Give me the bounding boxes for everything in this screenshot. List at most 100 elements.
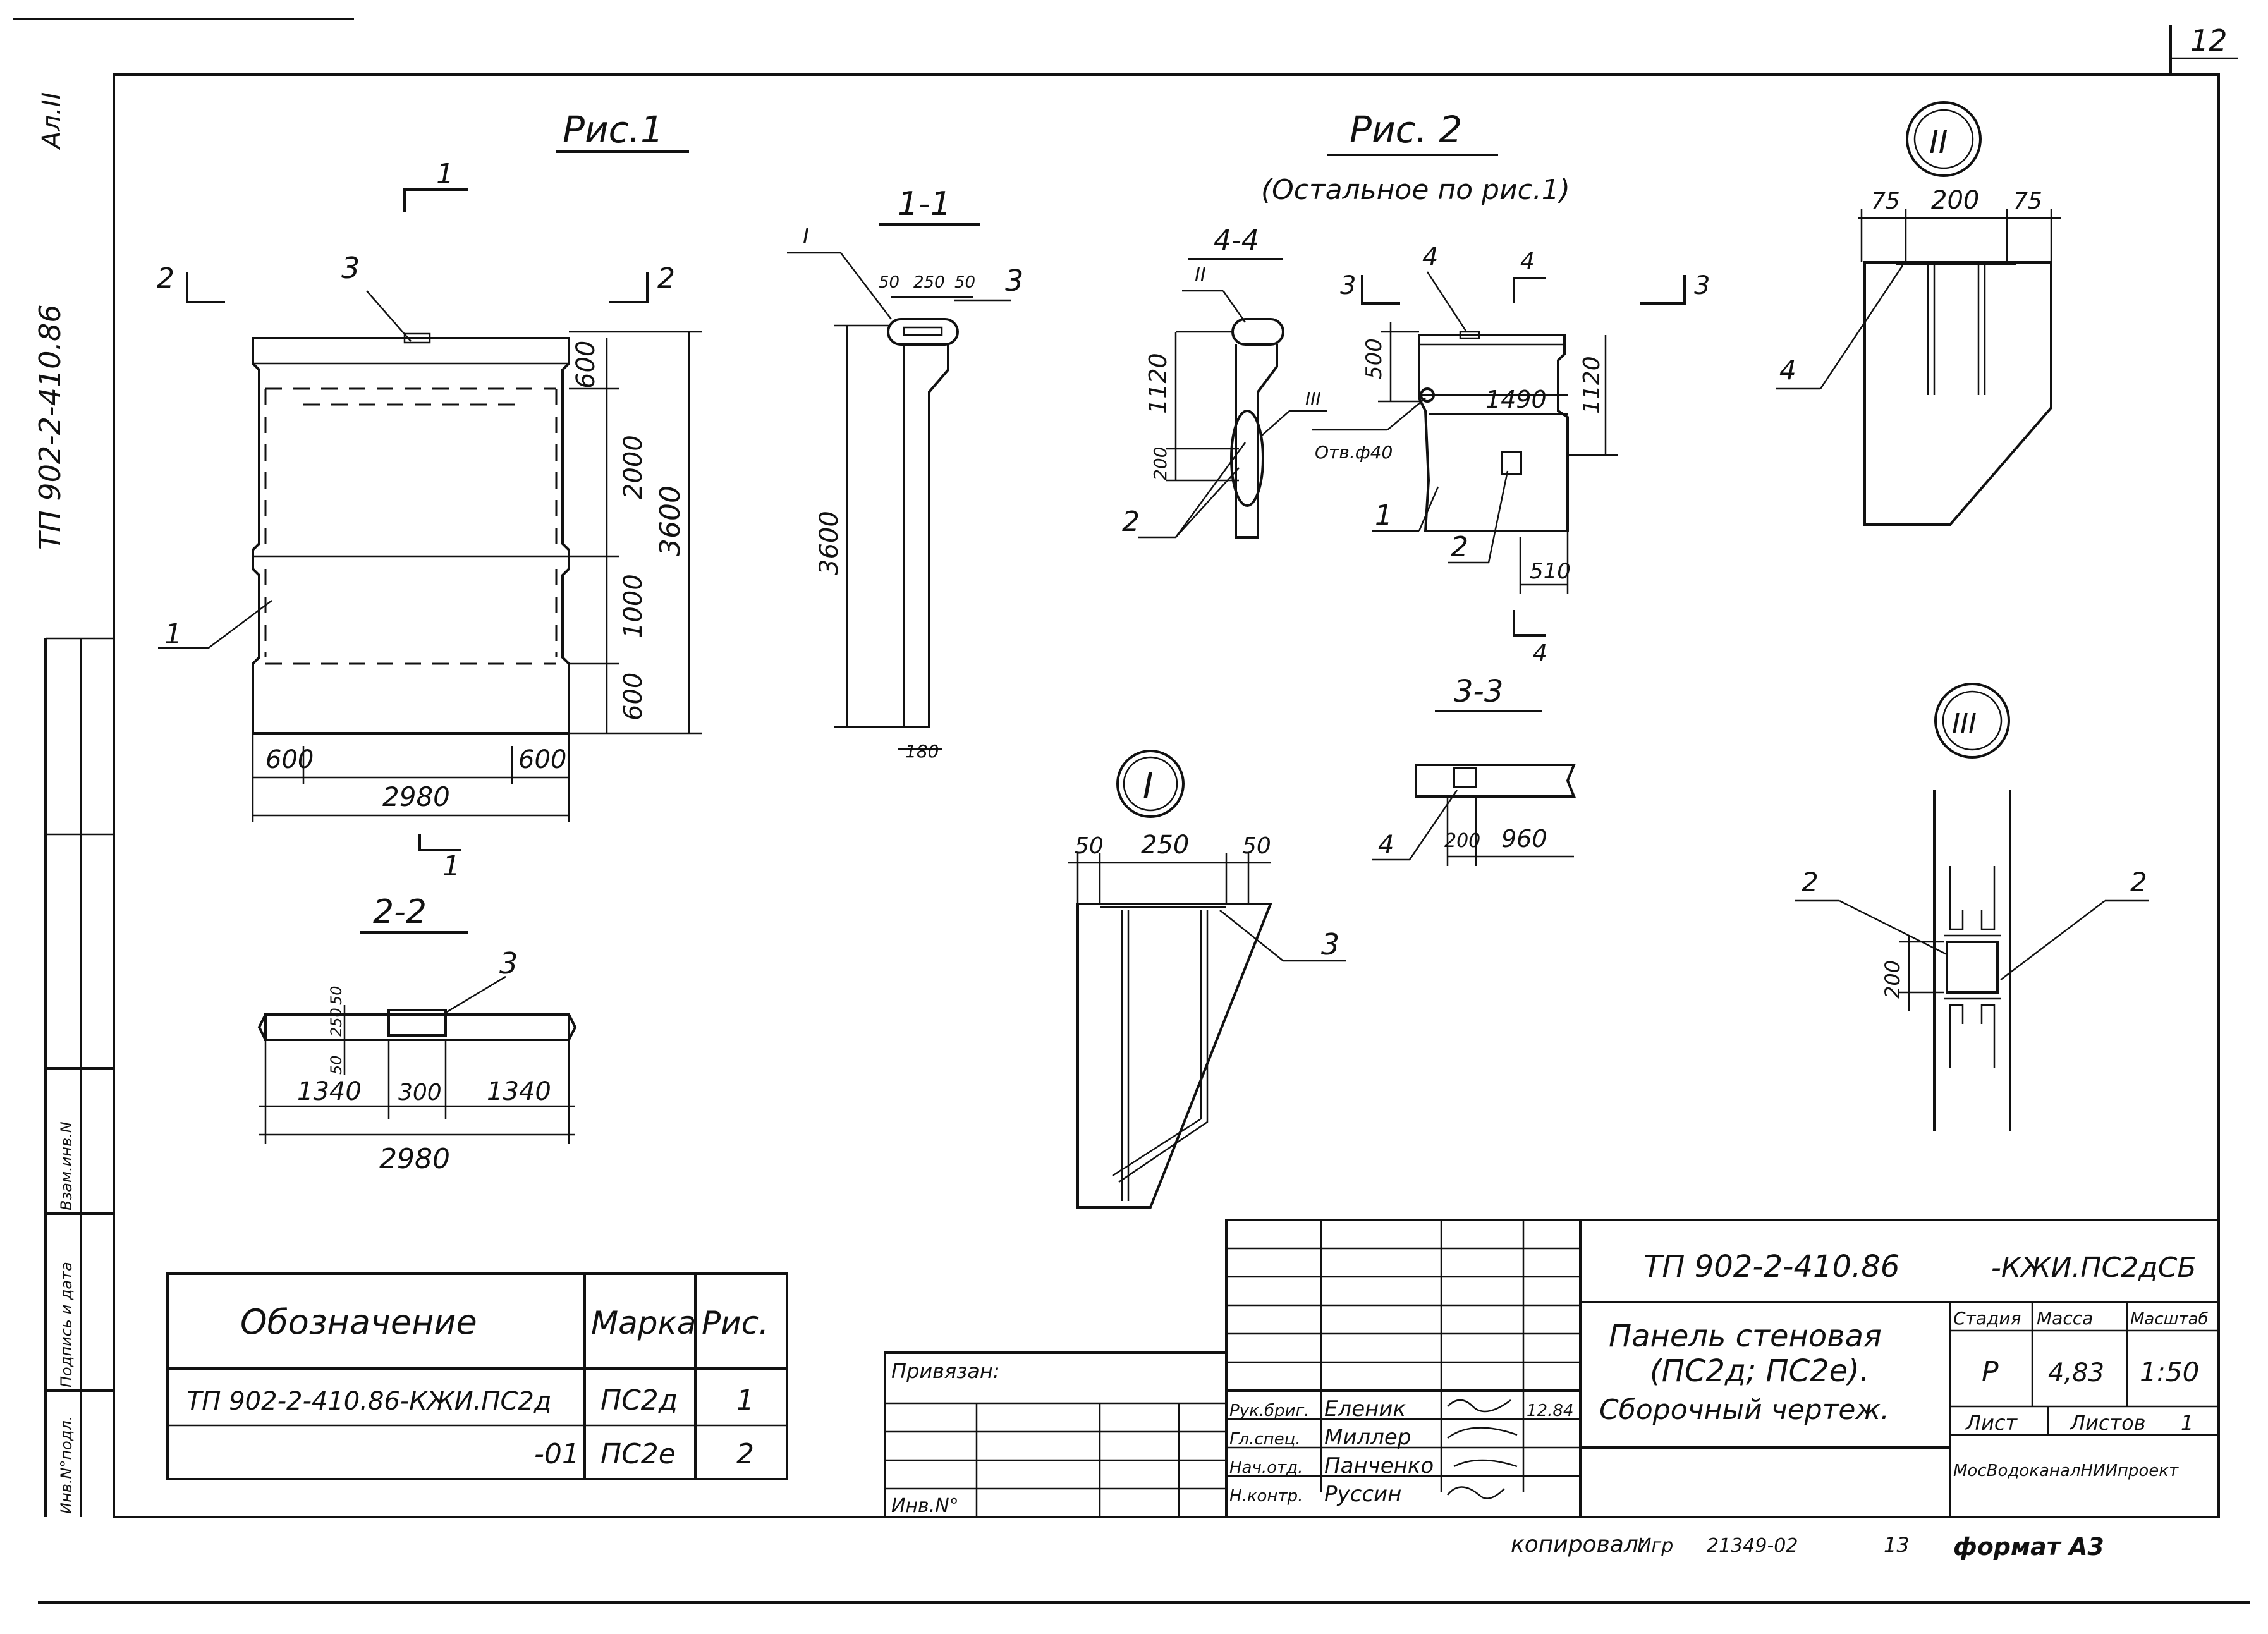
doc-name-1: Панель стеновая: [1609, 1319, 1882, 1354]
inv-podl-label: Инв.N°подл.: [58, 1416, 75, 1514]
svg-text:Отв.ф40: Отв.ф40: [1315, 442, 1393, 463]
svg-text:3: 3: [341, 251, 360, 285]
svg-text:200: 200: [1881, 960, 1905, 999]
footer: копировал: Игр 21349-02 13 формат А3: [1511, 1532, 2104, 1561]
svg-text:II: II: [1929, 124, 1948, 161]
svg-text:1: 1: [442, 850, 460, 882]
svg-text:Масштаб: Масштаб: [2130, 1310, 2209, 1329]
svg-text:300: 300: [398, 1080, 442, 1106]
doc-code-suffix: -КЖИ.ПС2дСБ: [1991, 1252, 2197, 1284]
fig1-title: Рис.1: [563, 108, 664, 151]
svg-text:1120: 1120: [1144, 353, 1172, 414]
svg-text:3600: 3600: [815, 511, 844, 575]
svg-text:600: 600: [518, 745, 566, 774]
svg-text:1340: 1340: [297, 1077, 362, 1106]
svg-text:1: 1: [164, 618, 182, 650]
svg-text:2: 2: [2130, 867, 2147, 898]
svg-text:1: 1: [2181, 1411, 2193, 1435]
svg-text:4: 4: [1779, 355, 1796, 386]
svg-text:2-2: 2-2: [373, 893, 427, 931]
svg-text:2980: 2980: [379, 1143, 450, 1175]
svg-text:12.84: 12.84: [1527, 1401, 1573, 1420]
section-3-3: 3-3 4 200 960: [1372, 674, 1576, 866]
organization: МосВодоканалНИИпроект: [1953, 1461, 2179, 1480]
svg-text:Руссин: Руссин: [1324, 1482, 1401, 1507]
svg-text:2: 2: [1802, 867, 1819, 898]
svg-text:1490: 1490: [1485, 386, 1547, 413]
spec-row-mark: ПС2е: [601, 1438, 676, 1470]
svg-text:1-1: 1-1: [898, 185, 951, 223]
svg-text:1: 1: [436, 158, 454, 190]
svg-text:50: 50: [879, 273, 899, 292]
svg-text:2: 2: [1451, 531, 1468, 563]
svg-text:Лист: Лист: [1965, 1411, 2018, 1435]
spec-row-designation: ТП 902-2-410.86-КЖИ.ПС2д: [186, 1387, 552, 1416]
svg-text:21349-02: 21349-02: [1707, 1535, 1798, 1557]
section-1-1: 1-1 I 50 250 50 3 3600 180: [787, 185, 1023, 762]
svg-text:50: 50: [1242, 833, 1271, 859]
binding-box: Привязан: Инв.N°: [884, 1351, 1228, 1518]
spec-row-designation: -01: [534, 1438, 580, 1470]
figure-1: Рис.1 1 2 2 3 1 600 20: [157, 108, 702, 882]
svg-text:960: 960: [1501, 825, 1547, 853]
svg-text:250: 250: [1141, 831, 1189, 860]
svg-text:копировал:: копировал:: [1511, 1532, 1646, 1558]
svg-text:600: 600: [571, 341, 601, 389]
svg-text:50: 50: [327, 985, 345, 1005]
svg-text:13: 13: [1884, 1533, 1910, 1557]
spec-header-mark: Марка: [591, 1305, 696, 1341]
spec-row-mark: ПС2д: [601, 1384, 678, 1417]
svg-text:4-4: 4-4: [1214, 224, 1259, 257]
svg-text:2980: 2980: [382, 781, 450, 812]
svg-text:200: 200: [1150, 447, 1171, 480]
svg-text:3: 3: [1694, 271, 1710, 300]
svg-text:600: 600: [619, 673, 648, 721]
spec-row-fig: 1: [736, 1384, 754, 1417]
node-III: III 2 2 200: [1795, 683, 2149, 1131]
svg-text:Рис. 2: Рис. 2: [1350, 108, 1462, 151]
svg-text:2: 2: [657, 262, 675, 295]
svg-text:2: 2: [157, 262, 174, 295]
svg-text:4: 4: [1422, 243, 1438, 272]
svg-text:Нач.отд.: Нач.отд.: [1229, 1458, 1303, 1477]
svg-text:510: 510: [1530, 559, 1571, 584]
svg-text:1120: 1120: [1579, 356, 1605, 414]
svg-text:50: 50: [954, 273, 975, 292]
svg-text:75: 75: [1871, 188, 1900, 214]
svg-text:200: 200: [1931, 186, 1979, 215]
svg-text:3600: 3600: [654, 485, 686, 556]
sheet-number: 12: [2190, 23, 2228, 58]
svg-text:формат А3: формат А3: [1953, 1533, 2104, 1561]
svg-text:II: II: [1195, 264, 1206, 286]
svg-text:Н.контр.: Н.контр.: [1229, 1487, 1303, 1506]
svg-text:3: 3: [1340, 271, 1356, 300]
signatures: [1447, 1399, 1518, 1499]
binding-label: Привязан:: [891, 1359, 1000, 1383]
svg-text:3: 3: [1005, 264, 1023, 298]
svg-text:Панченко: Панченко: [1324, 1453, 1434, 1479]
svg-text:250: 250: [913, 273, 945, 292]
svg-text:4: 4: [1520, 248, 1535, 274]
node-I: I 50 250 50 3: [1068, 750, 1346, 1209]
svg-text:1:50: 1:50: [2140, 1357, 2199, 1387]
section-2-2: 2-2 3 50 250 50 1340 300 1340 2980: [257, 893, 577, 1175]
side-code: ТП 902-2-410.86: [33, 304, 67, 550]
svg-text:180: 180: [905, 741, 939, 762]
svg-text:200: 200: [1444, 830, 1480, 852]
svg-text:Листов: Листов: [2070, 1411, 2146, 1435]
svg-text:500: 500: [1362, 338, 1387, 379]
svg-text:Масса: Масса: [2037, 1308, 2093, 1329]
panel-outline: [252, 337, 570, 735]
doc-code: ТП 902-2-410.86: [1643, 1249, 1899, 1284]
svg-text:3-3: 3-3: [1454, 674, 1503, 709]
figure-2: Рис. 2 (Остальное по рис.1) 4-4 II III 1…: [1122, 108, 1710, 666]
svg-text:1340: 1340: [487, 1077, 551, 1106]
svg-text:3: 3: [499, 946, 518, 980]
vzam-inv-label: Взам.инв.N: [58, 1121, 75, 1210]
svg-text:Рук.бриг.: Рук.бриг.: [1229, 1401, 1309, 1420]
svg-text:1000: 1000: [619, 574, 648, 638]
svg-text:4: 4: [1533, 640, 1547, 666]
svg-text:2: 2: [1122, 506, 1140, 538]
svg-text:50: 50: [327, 1055, 345, 1075]
